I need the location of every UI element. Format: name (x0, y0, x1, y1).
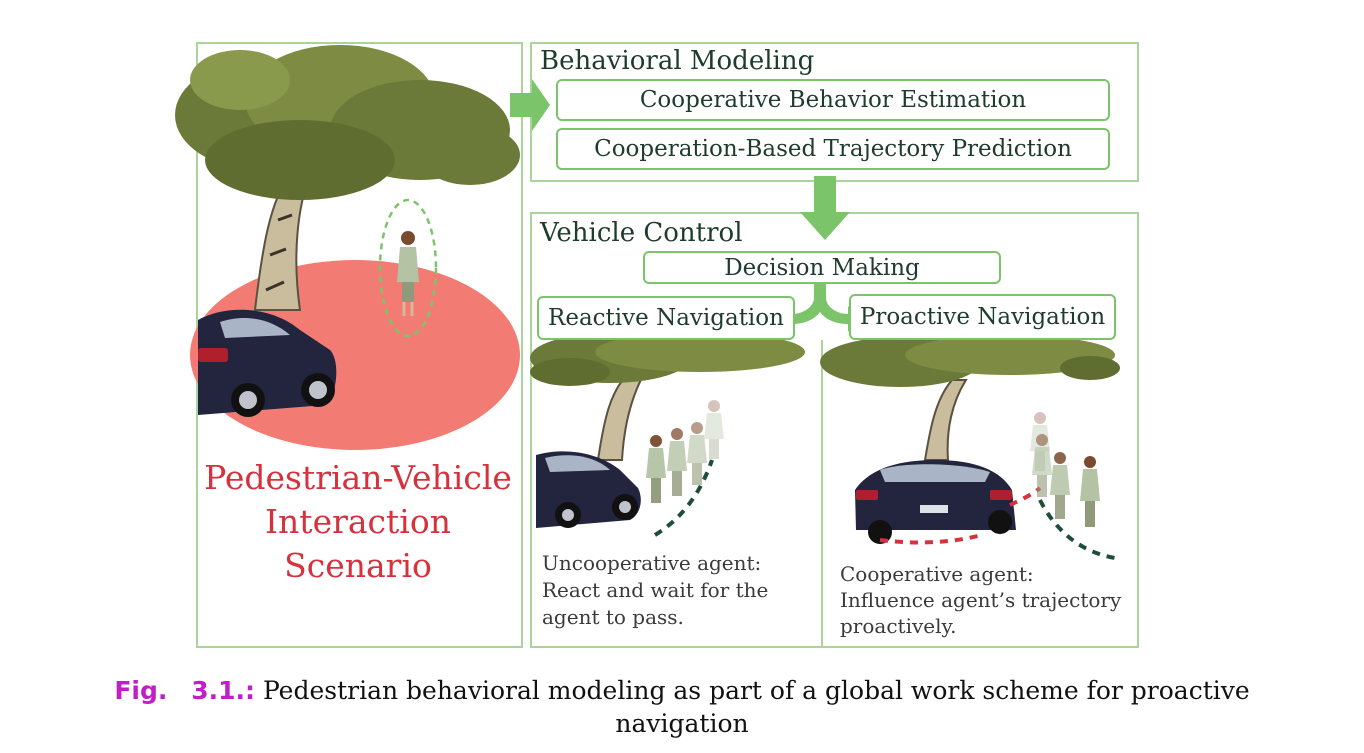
figure-label: Fig. (114, 676, 168, 705)
figure-caption: Fig. 3.1.: Pedestrian behavioral modelin… (0, 676, 1364, 738)
pedestrian-left (378, 198, 438, 338)
reactive-scene (530, 332, 805, 537)
figure-number: 3.1.: (191, 676, 255, 705)
reactive-caption-line2: React and wait for the (542, 578, 769, 602)
proactive-caption-line1: Cooperative agent: (840, 562, 1034, 586)
proactive-caption-line2: Influence agent’s trajectory (840, 588, 1122, 612)
caption-text-line2: navigation (615, 709, 749, 738)
behavioral-modeling-title: Behavioral Modeling (540, 46, 815, 76)
scenario-label-line3: Scenario (284, 546, 432, 585)
cooperative-behavior-estimation-box: Cooperative Behavior Estimation (556, 79, 1110, 121)
reactive-caption-line3: agent to pass. (542, 605, 684, 629)
proactive-navigation-box: Proactive Navigation (849, 294, 1116, 340)
car-left (198, 309, 337, 417)
proactive-scene (820, 335, 1120, 560)
reactive-navigation-box: Reactive Navigation (537, 296, 795, 340)
arrow-to-modeling (510, 79, 550, 131)
reactive-caption-line1: Uncooperative agent: (542, 551, 762, 575)
figure-caption-line1: Fig. 3.1.: Pedestrian behavioral modelin… (0, 676, 1364, 705)
caption-text-line1: Pedestrian behavioral modeling as part o… (262, 676, 1250, 705)
scenario-label-line2: Interaction (265, 502, 451, 541)
arrow-to-control (800, 176, 850, 240)
scenario-label-line1: Pedestrian-Vehicle (204, 458, 512, 497)
vehicle-control-panel (530, 212, 1139, 648)
trajectory-prediction-box: Cooperation-Based Trajectory Prediction (556, 128, 1110, 170)
decision-making-box: Decision Making (643, 251, 1001, 284)
split-arrows (780, 283, 860, 332)
vehicle-control-title: Vehicle Control (540, 218, 743, 248)
proactive-caption-line3: proactively. (840, 614, 957, 638)
tree-left (175, 45, 520, 311)
